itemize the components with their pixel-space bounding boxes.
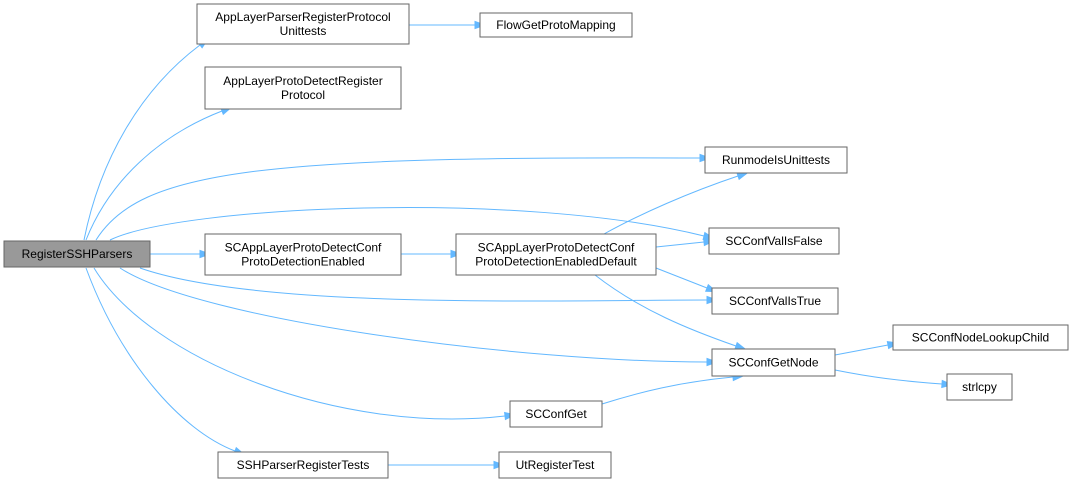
edge-sshrt-to-urt [388,460,506,470]
nodes-layer: RegisterSSHParsers AppLayerParserRegister… [3,3,1069,479]
edge-line [109,207,705,241]
node-label-line: Protocol [281,88,325,102]
edge-alprt-to-fgpm [409,20,487,30]
edge-line [119,267,708,363]
node-label-line: SCConfValIsTrue [729,294,821,308]
node-label-line: SSHParserRegisterTests [237,458,370,472]
arrow-head-icon [736,172,749,181]
edge-apded-to-rmu [603,172,749,235]
node-label-line: AppLayerParserRegisterProtocol [215,10,390,24]
node-utregistertest[interactable]: UtRegisterTest [498,451,612,479]
node-box[interactable] [711,287,839,315]
node-box[interactable] [3,240,151,268]
edge-root-to-cg [93,267,517,421]
node-box[interactable] [704,146,848,174]
node-box[interactable] [892,324,1069,351]
edge-cgn-to-cnlc [834,340,900,356]
edge-line [834,344,889,356]
edge-line [85,110,223,241]
node-label-line: SCAppLayerProtoDetectConf [478,241,635,255]
node-label-line: SCConfNodeLookupChild [912,331,1049,345]
edge-line [601,376,734,405]
node-label-line: RegisterSSHParsers [22,247,133,261]
node-box[interactable] [509,400,603,428]
node-label-line: SCConfGetNode [728,356,818,370]
node-label-line: AppLayerProtoDetectRegister [223,74,382,88]
edge-apde-to-apded [401,249,463,259]
edge-line [95,157,701,241]
node-label-line: SCAppLayerProtoDetectConf [225,241,382,255]
edge-line [655,241,705,248]
edge-line [594,274,737,347]
edge-line [603,175,739,235]
edge-root-to-rmu [95,153,712,241]
node-box[interactable] [204,66,402,110]
node-strlcpy[interactable]: strlcpy [946,373,1013,401]
edge-apded-to-cvf [655,237,716,248]
node-label-line: Unittests [280,24,327,38]
node-runmodeisunittests[interactable]: RunmodeIsUnittests [704,146,848,174]
edge-root-to-sshrt [85,267,246,456]
edge-cg-to-cgn [601,372,745,405]
node-scconfget[interactable]: SCConfGet [509,400,603,428]
node-scapplayerprotodetectconfprotodetectionenabled[interactable]: SCAppLayerProtoDetectConfProtoDetectionE… [204,233,402,276]
node-box[interactable] [708,227,840,255]
edge-line [834,369,943,385]
edge-line [655,267,708,289]
node-box[interactable] [498,451,612,479]
node-scconfgetnode[interactable]: SCConfGetNode [711,348,836,377]
node-registersshparsers[interactable]: RegisterSSHParsers [3,240,151,268]
arrow-head-icon [734,341,747,350]
node-label-line: RunmodeIsUnittests [722,153,830,167]
node-box[interactable] [711,348,836,377]
node-label-line: SCConfValIsFalse [725,234,822,248]
node-box[interactable] [479,12,633,38]
node-flowgetprotomapping[interactable]: FlowGetProtoMapping [479,12,633,38]
edge-line [85,267,236,452]
node-box[interactable] [196,3,410,45]
node-sshparserregistertests[interactable]: SSHParserRegisterTests [217,451,389,479]
node-scconfvalistrue[interactable]: SCConfValIsTrue [711,287,839,315]
node-label-line: UtRegisterTest [516,458,595,472]
node-box[interactable] [946,373,1013,401]
edge-root-to-alprt [83,38,210,241]
edge-root-to-apde [150,249,212,259]
node-box[interactable] [217,451,389,479]
edge-cgn-to-strlcpy [834,369,954,389]
node-label-line: ProtoDetectionEnabledDefault [475,255,637,269]
node-scconfnodelookupchild[interactable]: SCConfNodeLookupChild [892,324,1069,351]
node-label-line: FlowGetProtoMapping [496,18,615,32]
node-scapplayerprotodetectconfprotodetectionenableddefault[interactable]: SCAppLayerProtoDetectConfProtoDetectionE… [455,233,657,276]
edge-line [93,267,506,420]
edge-root-to-cgn [119,267,719,367]
node-scconfvalisfalse[interactable]: SCConfValIsFalse [708,227,840,255]
node-label-line: SCConfGet [525,407,587,421]
edge-root-to-alpdrp [85,106,233,241]
edge-line [139,267,708,302]
node-box[interactable] [455,233,657,276]
edge-apded-to-cvt [655,267,718,293]
node-label-line: strlcpy [962,380,997,394]
node-box[interactable] [204,233,402,276]
edge-line [83,44,201,241]
node-label-line: ProtoDetectionEnabled [241,255,364,269]
